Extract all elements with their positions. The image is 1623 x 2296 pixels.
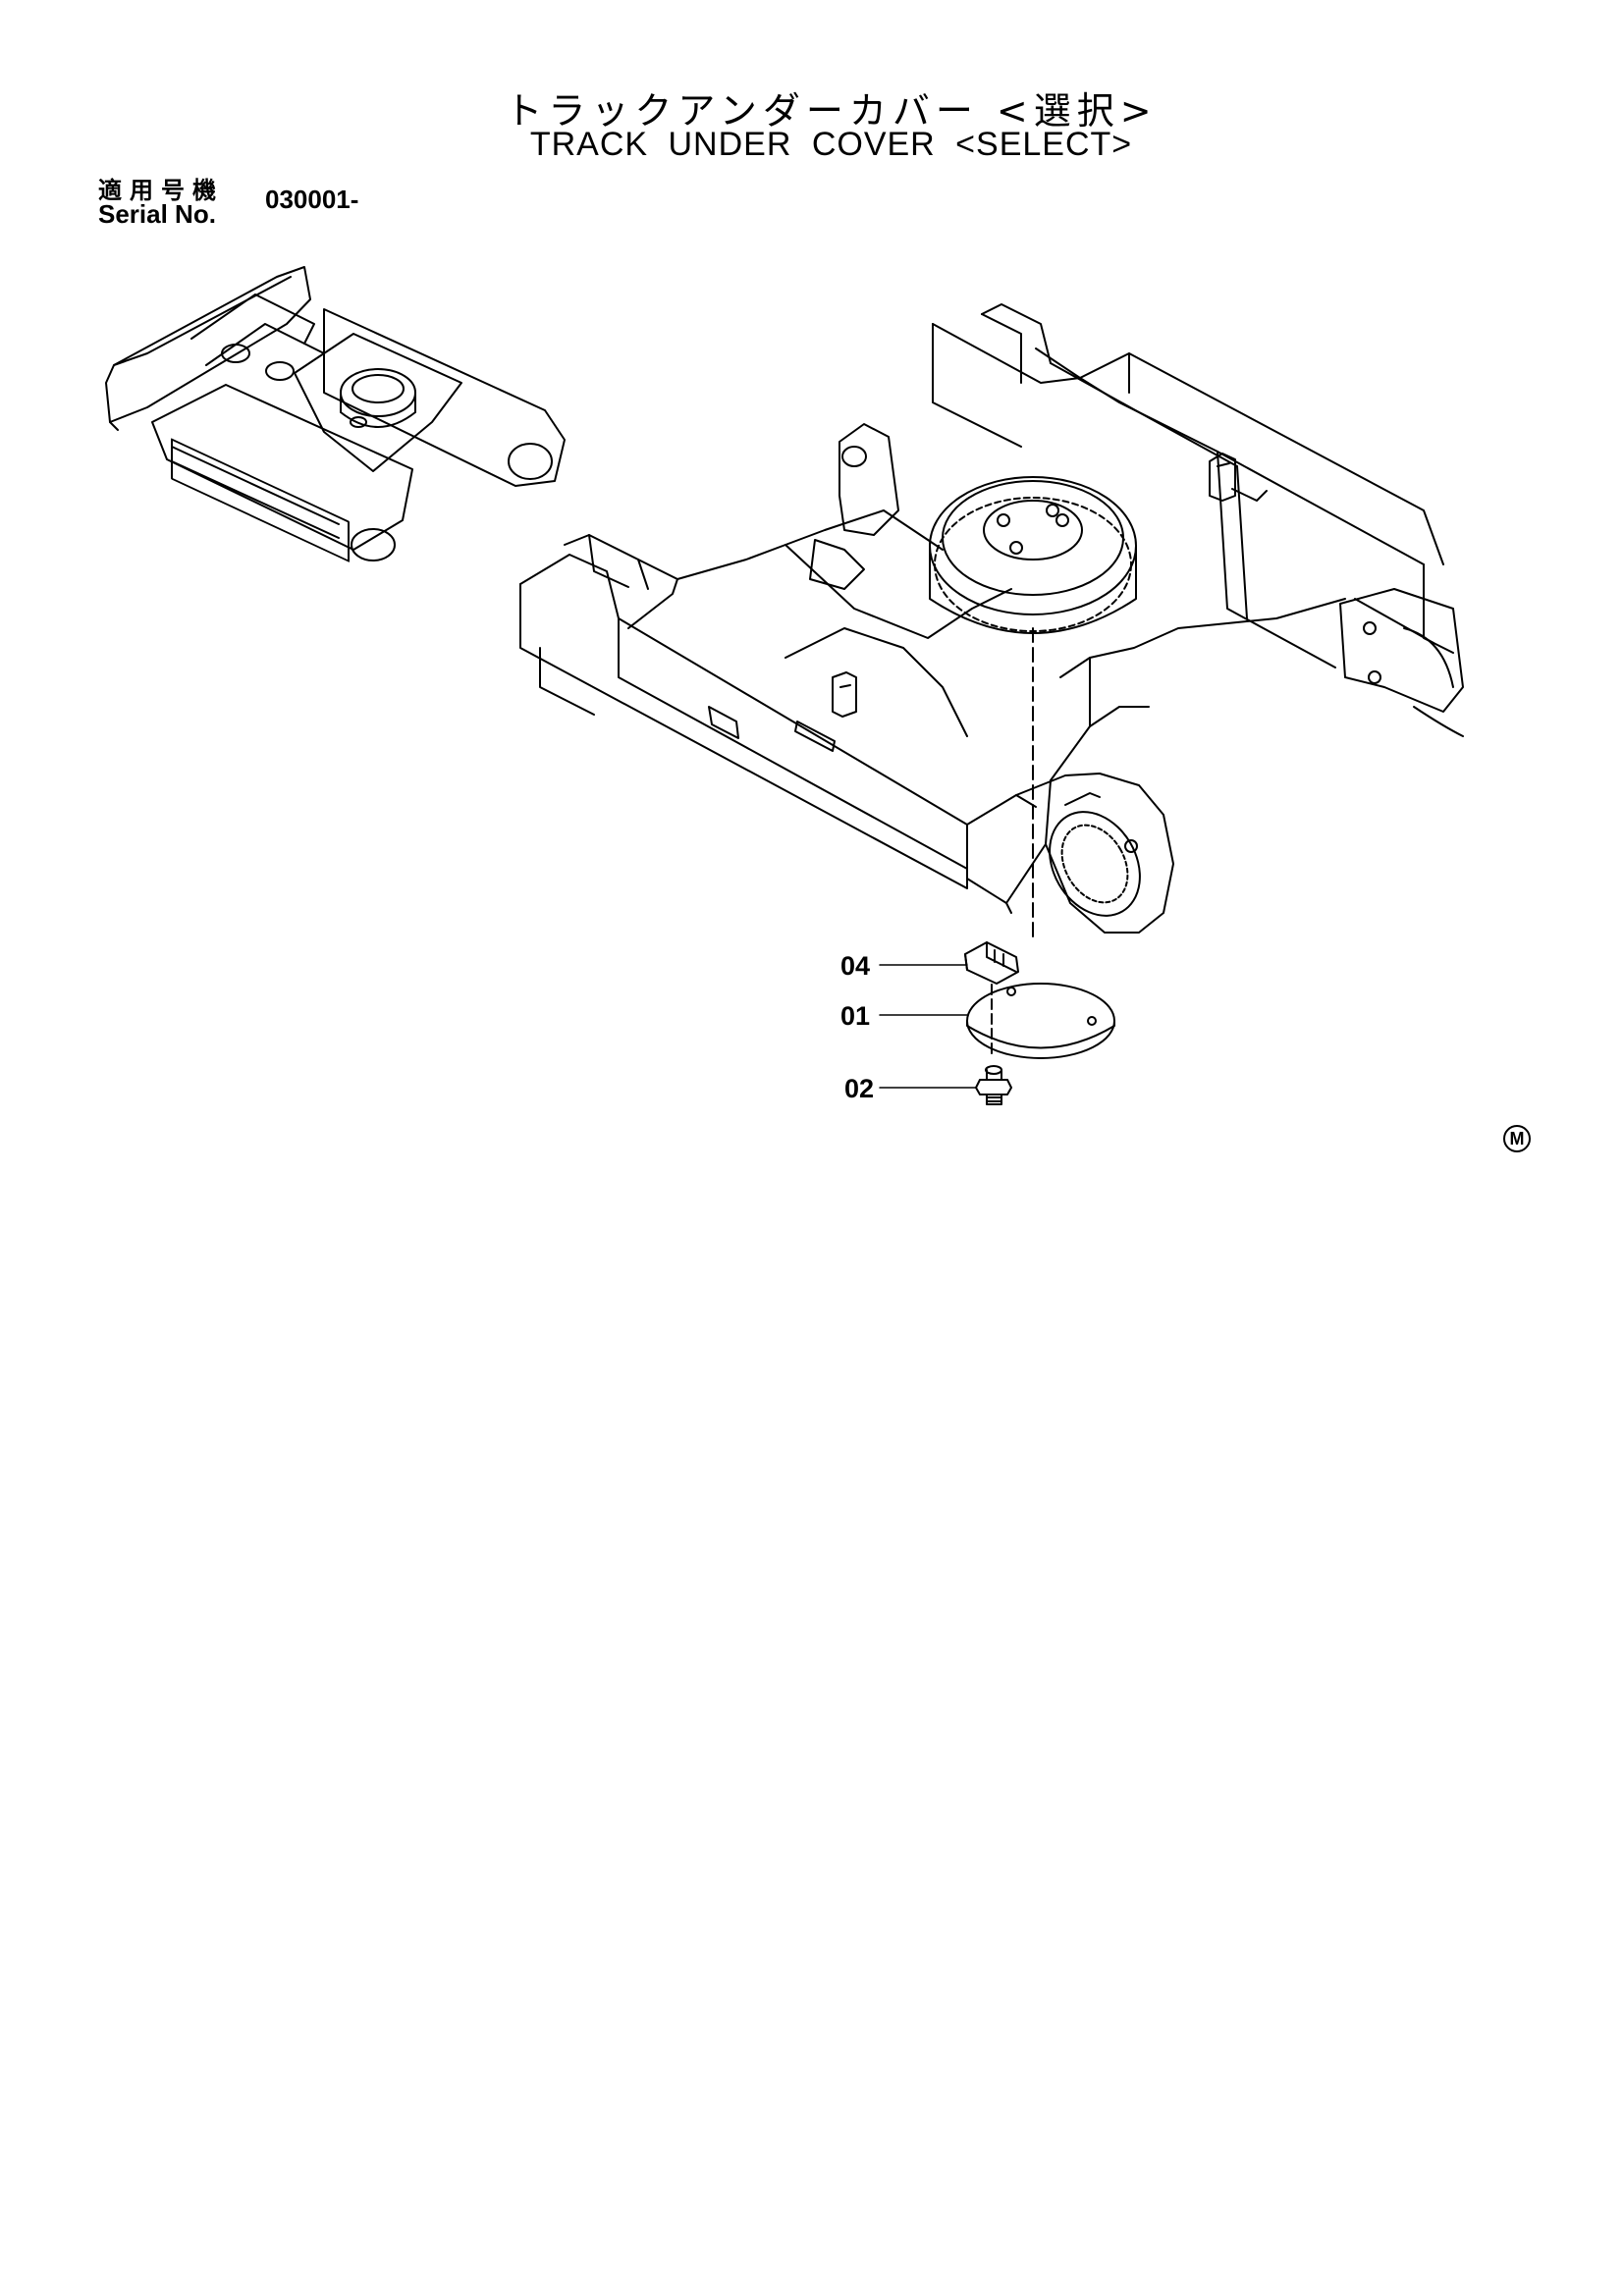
- serial-label-en: Serial No.: [98, 199, 216, 229]
- part-01-cover-plate: [966, 983, 1115, 1059]
- serial-label-jp: 適用号機: [98, 177, 224, 204]
- callout-04: 04: [840, 951, 870, 981]
- track-frame-drawing: [519, 303, 1464, 943]
- callout-02: 02: [844, 1074, 874, 1103]
- serial-value: 030001-: [265, 185, 359, 214]
- exploded-parts: [879, 941, 1115, 1105]
- page-title-jp: トラックアンダーカバー <選択>: [505, 89, 1158, 133]
- part-02-bolt: [975, 1065, 1012, 1105]
- callout-01: 01: [840, 1001, 870, 1031]
- m-mark-label: M: [1510, 1129, 1525, 1148]
- page-title-en: TRACK UNDER COVER <SELECT>: [529, 126, 1133, 163]
- part-04-clip: [964, 941, 1019, 985]
- machine-thumbnail: [105, 266, 566, 562]
- m-mark: M: [1503, 1125, 1531, 1152]
